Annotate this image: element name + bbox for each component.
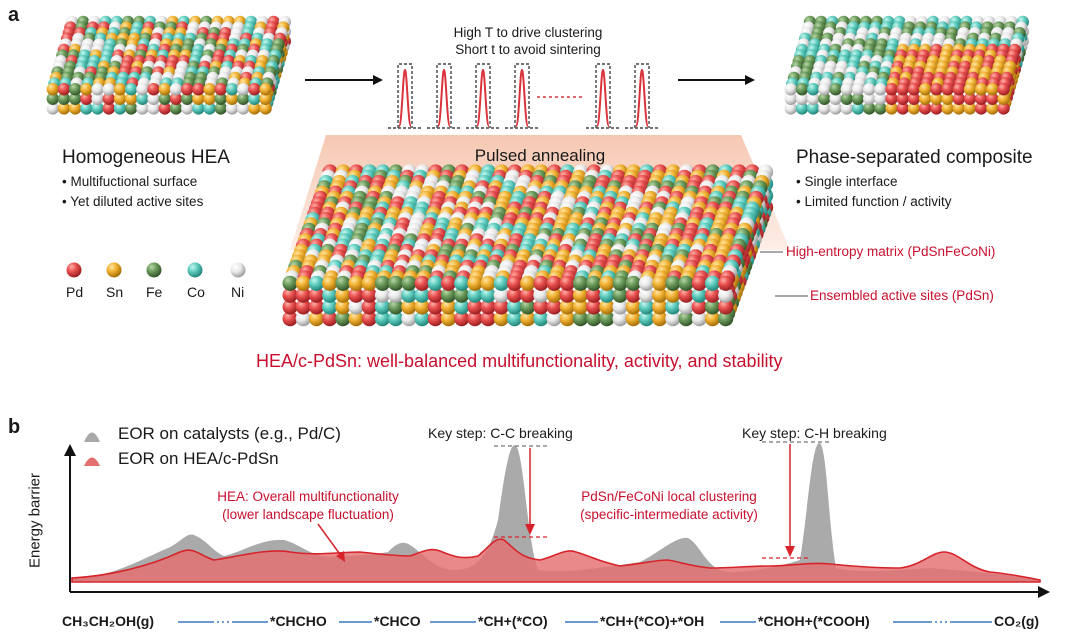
hea-caption: HEA/c-PdSn: well-balanced multifunctiona… [256, 351, 783, 371]
pathway-step-5: *CH+(*CO)+*OH [600, 613, 705, 629]
element-label-sn: Sn [106, 284, 124, 300]
pathway-step-6: *CHOH+(*COOH) [758, 613, 870, 629]
element-label-co: Co [187, 284, 205, 300]
pulse-caption: High T to drive clustering Short t to av… [398, 24, 658, 58]
phase-separated-title: Phase-separated composite [796, 147, 1033, 168]
red-energy-profile [71, 538, 1041, 583]
key-step-cc: Key step: C-C breaking [428, 425, 573, 441]
pulsed-annealing-title: Pulsed annealing [474, 146, 606, 165]
phase-separated-slab [784, 15, 1029, 115]
arrow-pulse-to-right [678, 75, 755, 85]
hea-c-pdsn-slab [282, 164, 774, 327]
right-description: Phase-separated composite • Single inter… [796, 147, 1033, 212]
x-axis-arrowhead [1038, 586, 1050, 598]
left-bullet-1: • Multifuctional surface [62, 174, 198, 189]
pathway-step-1: CH₃CH₂OH(g) [62, 613, 155, 629]
legend-label-catalyst: EOR on catalysts (e.g., Pd/C) [118, 424, 341, 443]
element-label-fe: Fe [146, 284, 163, 300]
pathway-step-3: *CHCO [374, 613, 421, 629]
homogeneous-hea-slab [46, 15, 291, 115]
left-bullet-2: • Yet diluted active sites [62, 194, 204, 209]
pathway-step-4: *CH+(*CO) [478, 613, 548, 629]
cc-drop-arrowhead [525, 524, 535, 535]
hea-note-arrowhead [336, 551, 345, 562]
legend-swatch-hea [84, 457, 100, 466]
hea-note-line2: (lower landscape fluctuation) [222, 507, 394, 522]
homogeneous-hea-title: Homogeneous HEA [62, 147, 230, 168]
hea-note: HEA: Overall multifunctionality (lower l… [198, 488, 418, 524]
ch-drop-arrowhead [785, 546, 795, 557]
pulse-caption-line2: Short t to avoid sintering [455, 42, 601, 57]
pdsn-note-line1: PdSn/FeCoNi local clustering [581, 489, 757, 504]
legend-swatch-catalyst [84, 432, 100, 442]
hea-note-arrow-shaft [317, 523, 343, 558]
pathway-step-7: CO₂(g) [994, 613, 1040, 629]
left-description: Homogeneous HEA • Multifuctional surface… [62, 147, 230, 212]
element-label-ni: Ni [231, 284, 245, 300]
pdsn-note: PdSn/FeCoNi local clustering (specific-i… [554, 488, 784, 524]
right-bullet-1: • Single interface [796, 174, 898, 189]
hea-note-line1: HEA: Overall multifunctionality [217, 489, 399, 504]
y-axis-label: Energy barrier [26, 472, 44, 569]
matrix-label: High-entropy matrix (PdSnFeCoNi) [786, 244, 996, 259]
key-step-ch: Key step: C-H breaking [742, 425, 887, 441]
pulse-caption-line1: High T to drive clustering [453, 25, 603, 40]
pdsn-note-line2: (specific-intermediate activity) [580, 507, 758, 522]
element-legend [66, 262, 246, 278]
panel-a-label: a [8, 4, 20, 26]
element-label-pd: Pd [66, 284, 84, 300]
right-bullet-2: • Limited function / activity [796, 194, 952, 209]
y-axis-arrowhead [64, 444, 76, 456]
sites-label: Ensembled active sites (PdSn) [810, 288, 994, 303]
legend-label-hea: EOR on HEA/c-PdSn [118, 449, 279, 468]
pathway-step-2: *CHCHO [270, 613, 327, 629]
pulse-train [388, 63, 659, 129]
panel-b-label: b [8, 416, 21, 438]
arrow-left-to-pulse [305, 75, 383, 85]
